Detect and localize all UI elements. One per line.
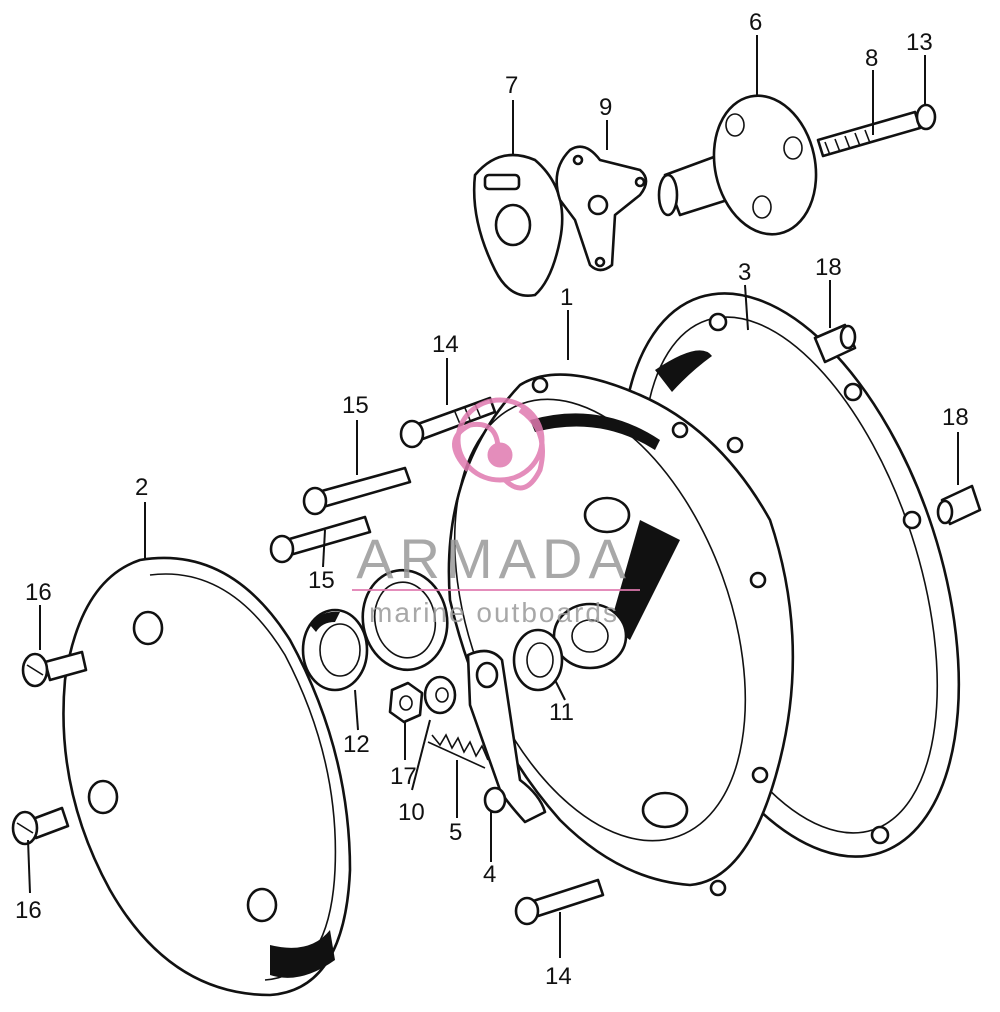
callout-5: 5 bbox=[449, 819, 462, 846]
part-11-bearing bbox=[512, 628, 564, 692]
callout-14-top: 14 bbox=[432, 331, 459, 358]
callout-7: 7 bbox=[505, 72, 518, 99]
part-18-dowel-right bbox=[936, 484, 982, 526]
part-13-bolt-head bbox=[915, 103, 937, 131]
callout-16-bottom: 16 bbox=[15, 897, 42, 924]
callout-13: 13 bbox=[906, 29, 933, 56]
callout-17: 17 bbox=[390, 763, 417, 790]
watermark-tagline: marine outboards bbox=[369, 597, 619, 628]
part-16-screw-top bbox=[21, 650, 88, 688]
callout-labels: 1 2 3 4 5 6 7 8 9 10 11 12 13 14 14 15 1… bbox=[15, 9, 969, 990]
watermark-logo bbox=[452, 397, 545, 491]
callout-4: 4 bbox=[483, 861, 496, 888]
o-ring bbox=[361, 568, 449, 672]
part-9-spider-plate bbox=[555, 145, 648, 272]
callout-1: 1 bbox=[560, 284, 573, 311]
callout-11: 11 bbox=[549, 699, 574, 726]
part-2-cover bbox=[62, 556, 352, 997]
callout-15-top: 15 bbox=[342, 392, 369, 419]
watermark-brand: ARMADA bbox=[356, 527, 632, 590]
part-17-nut bbox=[388, 681, 424, 724]
watermark: ARMADA marine outboards bbox=[352, 397, 640, 628]
part-6-flange bbox=[657, 94, 818, 236]
part-1-housing bbox=[447, 373, 795, 897]
callout-14-bottom: 14 bbox=[545, 963, 572, 990]
part-5-spring bbox=[427, 733, 489, 769]
part-15-bolt-lower bbox=[269, 515, 372, 564]
callout-10: 10 bbox=[398, 799, 425, 826]
part-15-bolt-upper bbox=[302, 466, 412, 516]
part-12-oil-seal bbox=[301, 608, 369, 692]
part-4-lever bbox=[466, 649, 547, 824]
callout-3: 3 bbox=[738, 259, 751, 286]
callout-15-mid: 15 bbox=[308, 567, 335, 594]
callout-2: 2 bbox=[135, 474, 148, 501]
callout-6: 6 bbox=[749, 9, 762, 36]
callout-8: 8 bbox=[865, 45, 878, 72]
part-7-plate bbox=[472, 153, 564, 298]
part-16-screw-bottom bbox=[11, 806, 70, 846]
callout-12: 12 bbox=[343, 731, 370, 758]
callout-9: 9 bbox=[599, 94, 612, 121]
leader-lines bbox=[27, 35, 959, 958]
callout-16-top: 16 bbox=[25, 579, 52, 606]
callout-18-top: 18 bbox=[815, 254, 842, 281]
callout-18-right: 18 bbox=[942, 404, 969, 431]
part-8-long-bolt bbox=[816, 110, 922, 158]
part-10-washer bbox=[423, 675, 457, 715]
part-18-dowel-top bbox=[813, 323, 857, 364]
part-14-bolt-bottom bbox=[514, 878, 605, 926]
